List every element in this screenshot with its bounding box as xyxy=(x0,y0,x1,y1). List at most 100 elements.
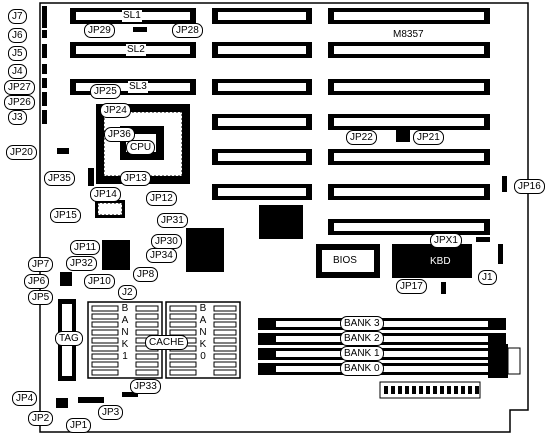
simm-bank-3: BANK 3 xyxy=(340,316,384,331)
cache-chip xyxy=(169,321,197,328)
power-pin xyxy=(433,386,437,394)
cache-chip xyxy=(169,313,197,320)
cache-chip xyxy=(169,353,197,360)
external-connector xyxy=(488,344,508,378)
cpu-label: CPU xyxy=(126,140,156,155)
jumper-jp29: JP29 xyxy=(84,23,115,38)
cache-chip xyxy=(91,337,119,344)
jumper-jp11: JP11 xyxy=(70,240,101,255)
jumper-jp31: JP31 xyxy=(157,213,188,228)
jumper-jp17: JP17 xyxy=(396,279,427,294)
cache-chip xyxy=(213,345,237,352)
jumper-j3: J3 xyxy=(8,110,27,125)
jumper-jp14: JP14 xyxy=(90,187,121,202)
cache-chip xyxy=(91,313,119,320)
jumper-jp22: JP22 xyxy=(346,130,377,145)
cache-chip xyxy=(91,305,119,312)
cache-label: CACHE xyxy=(145,335,189,350)
jumper-jp28: JP28 xyxy=(172,23,203,38)
jumper-j5-top: J5 xyxy=(8,46,27,61)
jumper-jp36: JP36 xyxy=(104,127,135,142)
cache-chip xyxy=(91,353,119,360)
jumper-jp35: JP35 xyxy=(44,171,75,186)
cache-chip xyxy=(169,369,197,376)
jumper-jp21: JP21 xyxy=(413,130,444,145)
cache-chip xyxy=(135,329,159,336)
jumper-j2: J2 xyxy=(118,285,137,300)
bios-label: BIOS xyxy=(333,255,357,266)
cache-chip xyxy=(213,305,237,312)
cache-chip xyxy=(213,361,237,368)
cache-chip xyxy=(213,329,237,336)
chipset-1 xyxy=(186,228,224,272)
left-edge-headers xyxy=(42,6,94,186)
cache-chip xyxy=(213,313,237,320)
cache-chip xyxy=(135,361,159,368)
jumper-jp2: JP2 xyxy=(28,411,54,426)
jumper-jp13: JP13 xyxy=(120,171,151,186)
cache-chip xyxy=(213,321,237,328)
cache-chip xyxy=(91,329,119,336)
jumper-jp8: JP8 xyxy=(133,267,159,282)
jumper-jp12: JP12 xyxy=(146,191,177,206)
power-pin xyxy=(398,386,402,394)
cache-chip xyxy=(91,345,119,352)
jumper-jp34: JP34 xyxy=(146,248,177,263)
bank0-vertical-label: BANK0 xyxy=(198,303,208,363)
jumper-j1: J1 xyxy=(478,270,497,285)
cache-chip xyxy=(135,369,159,376)
jumper-jp3: JP3 xyxy=(98,405,124,420)
jumper-jp7: JP7 xyxy=(28,257,54,272)
jumper-jp6: JP6 xyxy=(24,274,50,289)
cache-chip xyxy=(213,369,237,376)
expansion-slots-middle xyxy=(212,8,312,200)
power-pin xyxy=(440,386,444,394)
jumper-jp5: JP5 xyxy=(28,290,54,305)
cache-chip xyxy=(135,305,159,312)
kbd-controller xyxy=(392,244,472,278)
power-pin xyxy=(405,386,409,394)
jumper-jp32: JP32 xyxy=(66,256,97,271)
cache-chip xyxy=(213,337,237,344)
slot-label-sl3: SL3 xyxy=(128,81,148,93)
power-pin xyxy=(468,386,472,394)
jumper-jp26: JP26 xyxy=(4,95,35,110)
jumper-jp15: JP15 xyxy=(50,208,81,223)
jumper-jp10: JP10 xyxy=(84,274,115,289)
power-pin xyxy=(447,386,451,394)
kbd-label: KBD xyxy=(430,256,451,267)
jumper-j6: J6 xyxy=(8,28,27,43)
power-pin xyxy=(384,386,388,394)
cache-chip xyxy=(91,321,119,328)
tag-label: TAG xyxy=(55,331,83,346)
power-pin xyxy=(454,386,458,394)
power-pin xyxy=(412,386,416,394)
cache-chip xyxy=(91,369,119,376)
cache-chip xyxy=(135,321,159,328)
power-pin xyxy=(391,386,395,394)
jumper-cluster xyxy=(102,240,130,270)
jumper-jp16: JP16 xyxy=(514,179,545,194)
jumper-j7: J7 xyxy=(8,9,27,24)
power-pin xyxy=(419,386,423,394)
jumper-jp30: JP30 xyxy=(151,234,182,249)
expansion-slots-right xyxy=(328,8,490,235)
chipset-2 xyxy=(259,205,303,239)
jumper-jp24: JP24 xyxy=(100,103,131,118)
bank1-vertical-label: BANK1 xyxy=(120,303,130,363)
simm-bank-2: BANK 2 xyxy=(340,331,384,346)
board-model: M8357 xyxy=(393,29,424,40)
jumper-jp27: JP27 xyxy=(4,80,35,95)
jumper-jp1: JP1 xyxy=(66,418,92,433)
jumper-jp33: JP33 xyxy=(130,379,161,394)
jumper-jp25: JP25 xyxy=(90,84,121,99)
simm-bank-0: BANK 0 xyxy=(340,361,384,376)
jumper-jp20: JP20 xyxy=(6,145,37,160)
jumper-j4: J4 xyxy=(8,64,27,79)
power-pin xyxy=(475,386,479,394)
cache-chip xyxy=(135,353,159,360)
power-pin xyxy=(461,386,465,394)
cache-chip xyxy=(91,361,119,368)
jumper-jpx1: JPX1 xyxy=(430,233,462,248)
